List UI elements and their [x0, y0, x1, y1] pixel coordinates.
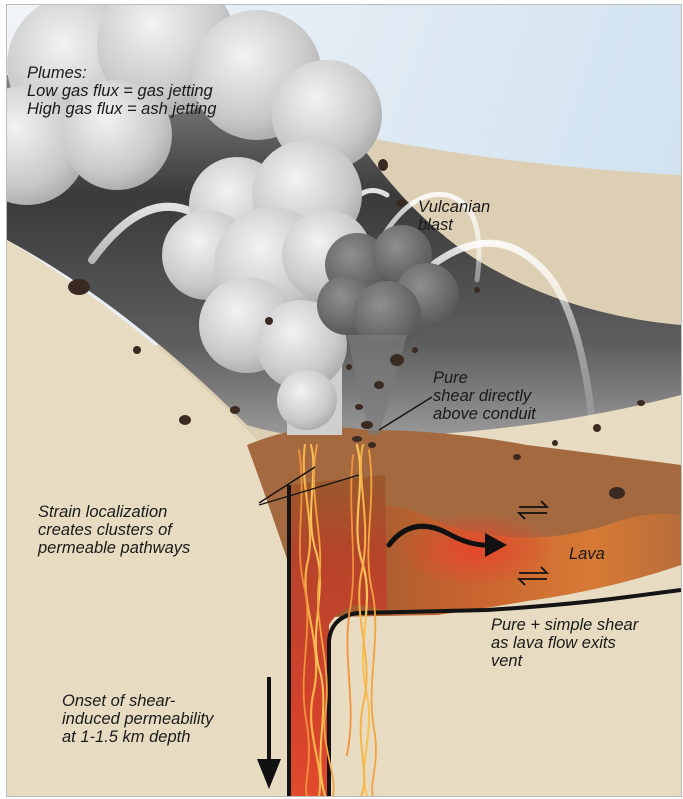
pure-shear-label: Pure shear directly above conduit: [433, 369, 536, 423]
vulcanian-label: Vulcanian blast: [418, 198, 490, 234]
onset-label: Onset of shear- induced permeability at …: [62, 692, 213, 746]
volcano-illustration: [7, 5, 681, 796]
strain-label: Strain localization creates clusters of …: [38, 503, 190, 557]
lava-glow: [397, 512, 557, 588]
plumes-line-1: Low gas flux = gas jetting: [27, 82, 216, 100]
volcano-diagram: Plumes: Low gas flux = gas jetting High …: [6, 4, 682, 797]
lava-label: Lava: [569, 545, 605, 563]
plumes-label: Plumes: Low gas flux = gas jetting High …: [27, 64, 216, 118]
plumes-line-2: High gas flux = ash jetting: [27, 100, 216, 118]
pure-simple-shear-label: Pure + simple shear as lava flow exits v…: [491, 616, 638, 670]
plumes-heading: Plumes:: [27, 64, 216, 82]
